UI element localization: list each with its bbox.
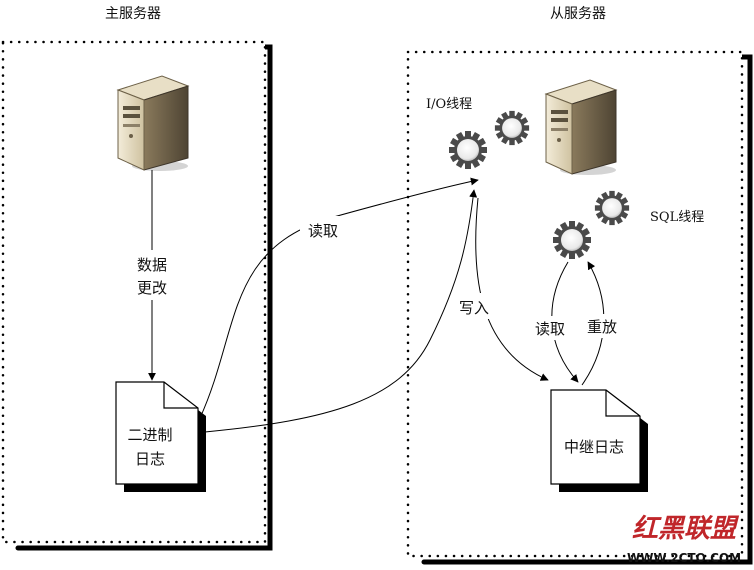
watermark-brand: 红黑联盟 (632, 514, 740, 544)
watermark-url: WWW.2CTO.COM (627, 551, 741, 565)
relay-log-document-icon (550, 389, 648, 492)
slave-server-icon (544, 79, 618, 175)
data-change-label-2: 更改 (137, 279, 167, 297)
master-title: 主服务器 (105, 6, 161, 22)
binlog-document-icon (115, 381, 206, 492)
binlog-label-2: 日志 (135, 450, 165, 468)
read-curve-lower (204, 189, 478, 433)
write-label: 写入 (459, 299, 489, 317)
relay-log-label: 中继日志 (564, 438, 624, 456)
replay-label: 重放 (587, 318, 617, 336)
binlog-label-1: 二进制 (127, 426, 172, 444)
sql-thread-label: SQL线程 (650, 210, 704, 225)
slave-title: 从服务器 (550, 6, 606, 22)
read-master-label: 读取 (308, 222, 338, 240)
data-change-label-1: 数据 (137, 256, 167, 274)
read-relay-label: 读取 (535, 320, 565, 338)
master-server-icon (116, 75, 190, 171)
watermark: 红黑联盟 WWW.2CTO.COM (627, 514, 741, 565)
io-thread-label: I/O线程 (426, 97, 472, 112)
